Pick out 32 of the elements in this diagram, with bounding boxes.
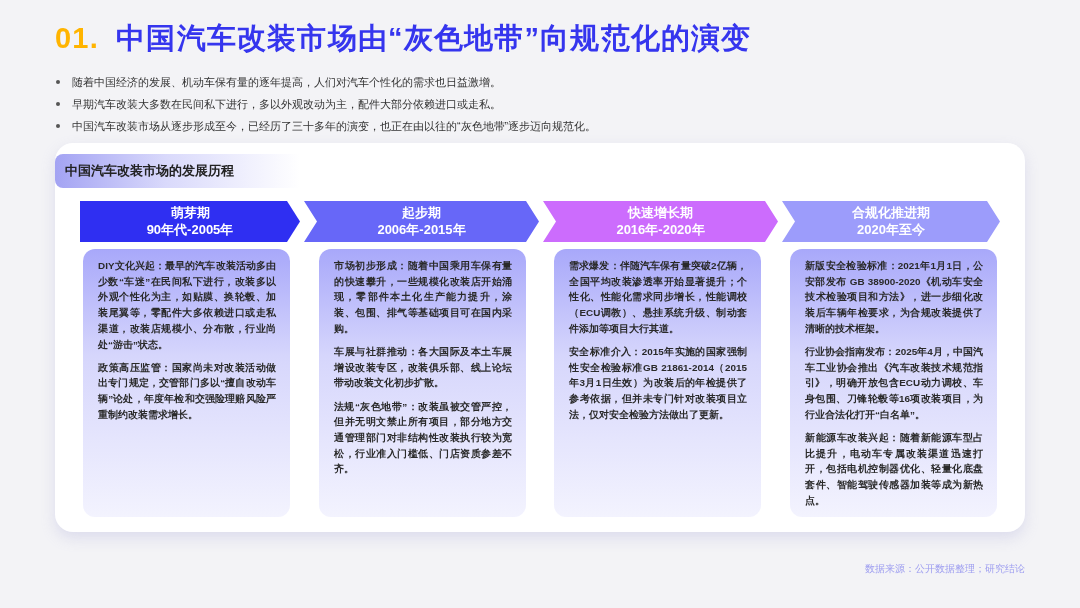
card-text: 行业协会指南发布：2025年4月，中国汽车工业协会推出《汽车改装技术规范指引》，明确开放包含ECU动力调校、车身包围、刀锋轮毂等16项改装项目，为行业合法化打开“白名单”。	[805, 345, 983, 422]
phase-banner	[543, 201, 778, 242]
card-text: 法规“灰色地带”：改装虽被交管严控，但并无明文禁止所有项目，部分地方交通管理部门对非结构性改装执行较为宽松，行业准入门槛低、门店资质参差不齐。	[334, 399, 512, 477]
phase-banner	[782, 201, 1000, 242]
phase-name: 萌芽期	[170, 205, 210, 221]
bullet-text: 中国汽车改装市场从逐步形成至今，已经历了三十多年的演变，也正在由以往的“灰色地带”逐步迈向规范化。	[72, 119, 597, 134]
phase-banner	[304, 201, 539, 242]
card-text: 市场初步形成：随着中国乘用车保有量的快速攀升，一些规模化改装店开始涌现，零部件本土化生产能力提升，涂装、包围、排气等基础项目可在国内采购。	[334, 259, 512, 336]
phase-name: 起步期	[402, 205, 441, 221]
card-text: 新版安全检验标准：2021年1月1日，公安部发布 GB 38900-2020《机动车安全技术检验项目和方法》，进一步细化改装后车辆年检要求，为合规改装提供了清晰的技术框架。	[805, 259, 983, 336]
description-card	[790, 249, 997, 517]
card-text: 安全标准介入：2015年实施的国家强制性安全检验标准GB 21861-2014（2015年3月1日生效）为改装后的年检提供了参考依据，但并未专门针对改装项目立法，仅对安全检验方法做出了更新。	[569, 345, 747, 422]
description-card	[83, 249, 290, 517]
card-text: DIY文化兴起：最早的汽车改装活动多由少数“车迷”在民间私下进行，改装多以外观个性化为主，如贴膜、换轮毂、加装尾翼等，零配件大多依赖进口或走私渠道，改装店规模小、分布散，行业尚处“游击”状态。	[98, 259, 276, 352]
phase-period: 2016年-2020年	[616, 222, 705, 238]
description-card	[554, 249, 761, 517]
phase-period: 90年代-2005年	[146, 222, 234, 238]
phase-period: 2020年至今	[857, 222, 925, 238]
card-text: 新能源车改装兴起：随着新能源车型占比提升，电动车专属改装渠道迅速打开，包括电机控制器优化、轻量化底盘套件、智能驾驶传感器加装等成为新热点。	[805, 431, 983, 508]
phase-banner	[80, 201, 300, 242]
phase-name: 合规化推进期	[852, 205, 930, 221]
bullet-text: 早期汽车改装大多数在民间私下进行，多以外观改动为主，配件大部分依赖进口或走私。	[72, 97, 501, 112]
phase-period: 2006年-2015年	[377, 222, 466, 238]
phase-name: 快速增长期	[628, 205, 693, 221]
card-text: 车展与社群推动：各大国际及本土车展增设改装专区，改装俱乐部、线上论坛带动改装文化初步扩散。	[334, 345, 512, 391]
source-note: 数据来源：公开数据整理；研究结论	[865, 562, 1025, 576]
description-card	[319, 249, 526, 517]
card-text: 需求爆发：伴随汽车保有量突破2亿辆，全国平均改装渗透率开始显著提升；个性化、性能化需求同步增长，性能调校（ECU调教）、悬挂系统升级、制动套件添加等项目大行其道。	[569, 259, 747, 336]
card-text: 政策高压监管：国家尚未对改装活动做出专门规定，交管部门多以“擅自改动车辆”论处，年度年检和交强险理赔风险严重制约改装需求增长。	[98, 360, 276, 422]
panel-card	[55, 143, 1025, 532]
bullet-text: 随着中国经济的发展、机动车保有量的逐年提高，人们对汽车个性化的需求也日益激增。	[72, 75, 501, 90]
page-title: 01. 中国汽车改装市场由“灰色地带”向规范化的演变	[55, 21, 752, 56]
